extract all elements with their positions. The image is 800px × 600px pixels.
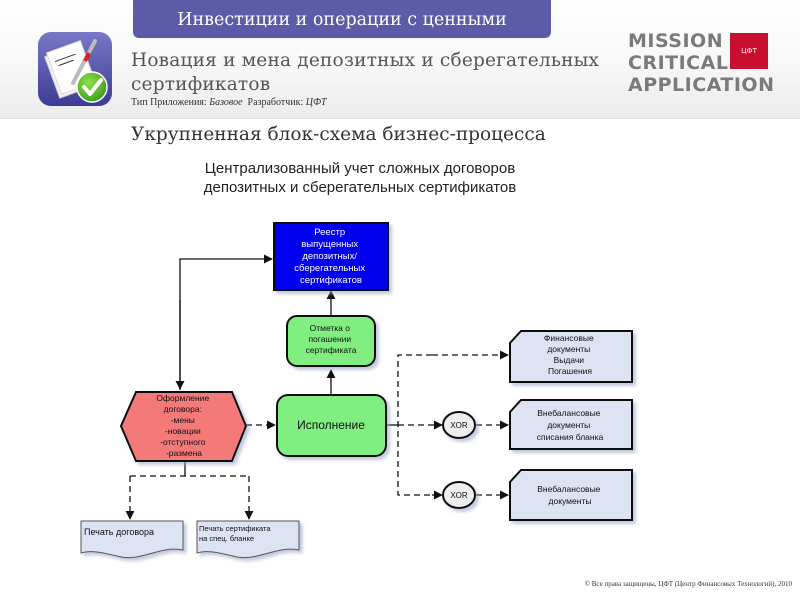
fin-docs-line: Погашения <box>548 366 592 376</box>
connector-contract-to-registry <box>179 254 273 390</box>
svg-text:Финансовые документы: Финансовые документы Выдачи Погашения <box>544 333 596 376</box>
type-label: Тип Приложения: <box>131 97 207 108</box>
diagram-title-line-2: депозитных и сберегательных сертификатов <box>203 179 517 196</box>
execution-label: Исполнение <box>297 418 365 432</box>
svg-text:XOR: XOR <box>450 491 468 500</box>
node-financial-documents: Финансовые документы Выдачи Погашения <box>509 330 633 383</box>
svg-text:Внебалансовые документы: Внебалансовые документы списания бланка <box>537 408 604 442</box>
print-cert-line: Печать сертификата <box>199 524 271 533</box>
contract-line: -размена <box>166 448 202 458</box>
registry-line: выпущенных <box>301 239 358 250</box>
registry-line: Реестр <box>314 227 345 238</box>
svg-text:Печать сертификата на сп: Печать сертификата на спец. бланке <box>199 524 273 543</box>
xor-label: XOR <box>450 421 468 430</box>
logo-line-2: CRITICAL <box>628 52 729 74</box>
contract-line: -мены <box>171 415 195 425</box>
fin-docs-line: Выдачи <box>554 355 585 365</box>
mission-critical-logo: MISSION CRITICAL APPLICATION ЦФТ <box>628 30 775 96</box>
contract-line: -отступного <box>160 437 206 447</box>
node-offbalance-writeoff: Внебалансовые документы списания бланка <box>509 399 633 450</box>
svg-text:Печать договора: Печать договора <box>84 527 154 537</box>
offbal-docs-line: Внебалансовые <box>537 484 600 494</box>
section-title: Укрупненная блок-схема бизнес-процесса <box>131 124 546 145</box>
mark-line: Отметка о <box>310 323 351 333</box>
registry-line: сертификатов <box>300 275 362 286</box>
app-meta: Тип Приложения: Базовое Разработчик: ЦФТ <box>131 97 326 108</box>
node-xor-1: XOR <box>442 411 476 439</box>
category-banner: Инвестиции и операции с ценными бумагами <box>133 0 551 70</box>
mark-line: погашении <box>308 334 351 344</box>
mark-line: сертификата <box>306 345 357 355</box>
copyright-footer: © Все права защищены, ЦФТ (Центр Финансо… <box>584 580 792 588</box>
contract-line: Оформление <box>156 393 209 403</box>
node-print-certificate: Печать сертификата на спец. бланке <box>196 520 300 558</box>
xor-label: XOR <box>450 491 468 500</box>
node-execution: Исполнение <box>276 394 387 457</box>
offbal-writeoff-line: списания бланка <box>537 432 604 442</box>
registry-line: сберегательных <box>294 263 365 274</box>
node-print-contract: Печать договора <box>80 520 184 558</box>
svg-text:Отметка о погашении: Отметка о погашении сертификата <box>306 323 357 355</box>
logo-line-3: APPLICATION <box>628 74 775 96</box>
node-redemption-mark: Отметка о погашении сертификата <box>286 315 376 367</box>
app-title: Новация и мена депозитных и сберегательн… <box>131 50 600 95</box>
node-contract-formation: Оформление договора: -мены -новации -отс… <box>119 391 248 462</box>
node-offbalance-documents: Внебалансовые документы <box>509 469 633 521</box>
print-cert-line: на спец. бланке <box>199 534 254 543</box>
connectors <box>125 254 509 520</box>
cft-badge: ЦФТ <box>730 33 768 69</box>
registry-line: депозитных/ <box>302 251 357 262</box>
diagram-title: Централизованный учет сложных договоров … <box>150 159 570 197</box>
type-value: Базовое <box>209 97 243 108</box>
svg-text:Оформление договора:: Оформление договора: -мены -новации -отс… <box>156 393 211 458</box>
svg-text:Исполнение: Исполнение <box>297 418 365 432</box>
fin-docs-line: документы <box>547 344 590 354</box>
print-contract-label: Печать договора <box>84 527 154 537</box>
developer-value: ЦФТ <box>305 97 327 108</box>
svg-text:XOR: XOR <box>450 421 468 430</box>
offbal-writeoff-line: документы <box>547 420 590 430</box>
svg-text:Внебалансовые документы: Внебалансовые документы <box>537 484 603 506</box>
offbal-writeoff-line: Внебалансовые <box>537 408 600 418</box>
contract-line: договора: <box>164 404 202 414</box>
node-xor-2: XOR <box>442 481 476 509</box>
developer-label: Разработчик: <box>247 97 304 108</box>
logo-line-1: MISSION <box>628 30 724 52</box>
contract-line: -новации <box>165 426 201 436</box>
node-registry: Реестр выпущенных депозитных/ сберегател… <box>273 222 389 291</box>
diagram-title-line-1: Централизованный учет сложных договоров <box>204 160 516 177</box>
document-pen-check-icon <box>37 31 113 107</box>
offbal-docs-line: документы <box>549 496 592 506</box>
fin-docs-line: Финансовые <box>544 333 594 343</box>
svg-text:Реестр выпущенных: Реестр выпущенных депозитных/ сберегател… <box>294 227 367 286</box>
